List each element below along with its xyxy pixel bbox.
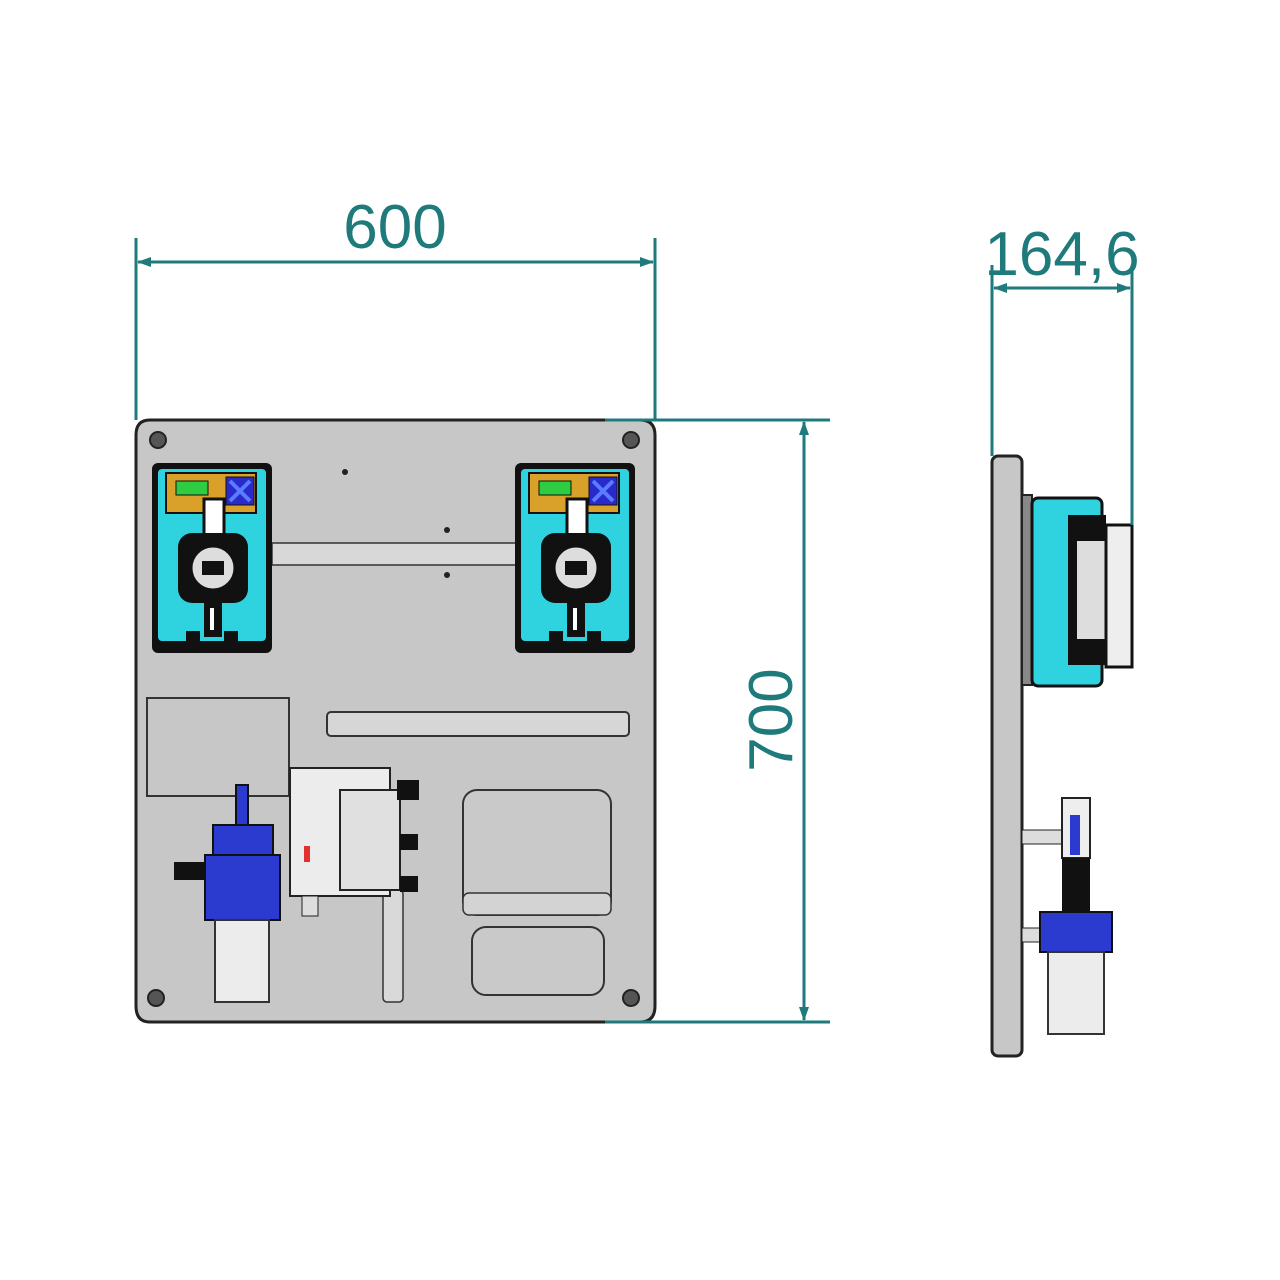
dimension-depth	[990, 265, 1134, 525]
height-dimension-label: 700	[737, 668, 806, 771]
filter-assembly	[174, 784, 281, 1003]
depth-dimension-label: 164,6	[984, 220, 1139, 289]
side-view	[990, 454, 1134, 1058]
dimension-height	[605, 418, 830, 1024]
dosing-pump-right	[513, 461, 637, 655]
dimension-width	[134, 238, 657, 420]
width-dimension-label: 600	[343, 193, 446, 262]
dosing-pump-left	[150, 461, 274, 655]
sensor-holder-block	[289, 767, 419, 917]
